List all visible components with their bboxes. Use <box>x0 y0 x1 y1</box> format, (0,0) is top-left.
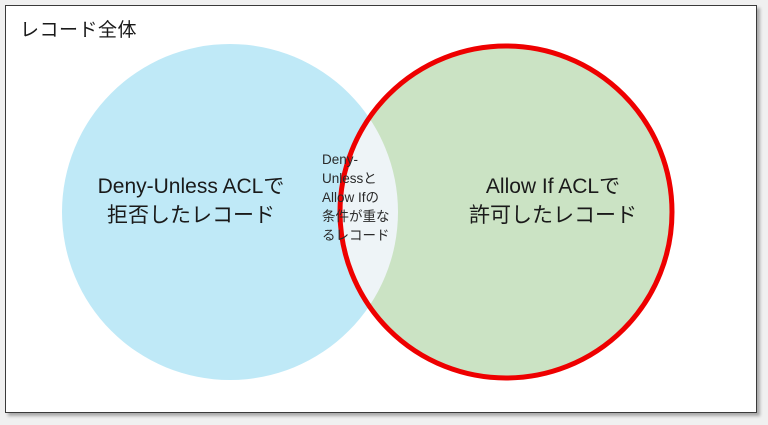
right-circle-label: Allow If ACLで 許可したレコード <box>469 175 637 227</box>
page-title: レコード全体 <box>20 20 138 41</box>
left-circle-label: Deny-Unless ACLで 拒否したレコード <box>97 175 285 227</box>
overlap-label: Deny- Unlessと Allow Ifの 条件が重な るレコード <box>322 152 390 243</box>
